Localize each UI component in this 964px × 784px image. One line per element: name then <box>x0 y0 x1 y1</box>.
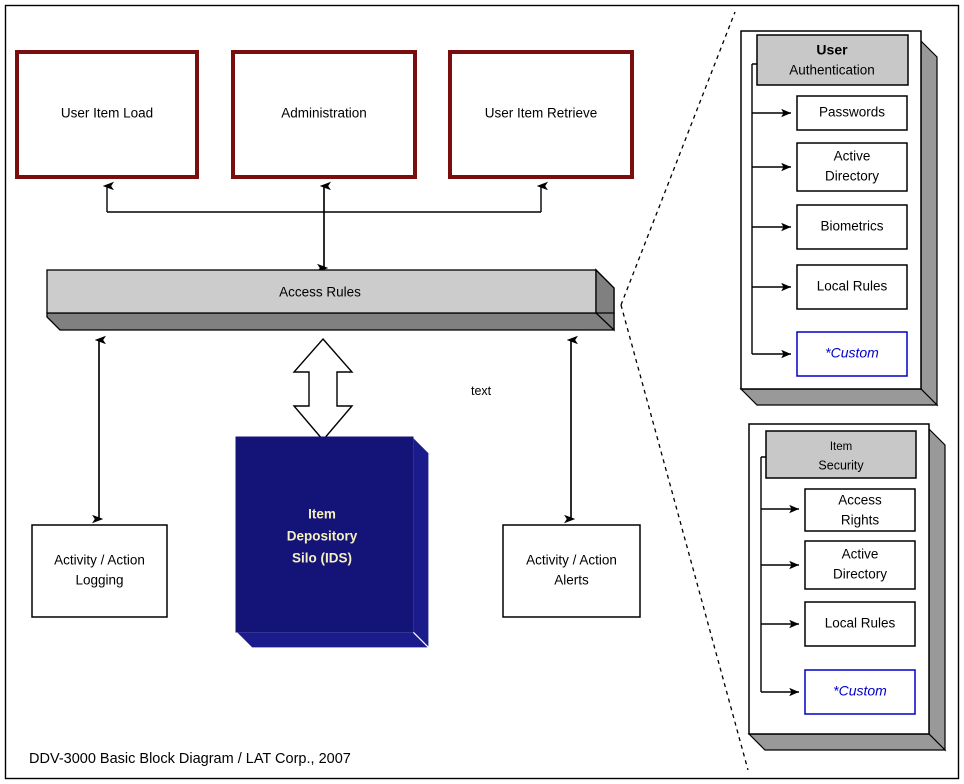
panel2-internal-bus <box>760 452 799 697</box>
panel2-header[interactable]: Item Security <box>765 430 917 479</box>
alerts-label-line2: Alerts <box>554 573 589 588</box>
access-rules-bar[interactable]: Access Rules <box>46 268 615 332</box>
panel2-header-line2: Security <box>818 458 864 472</box>
panel2-item-label: Local Rules <box>825 616 896 631</box>
panel2-item-label-line1: Access <box>838 493 882 508</box>
logging-label-line2: Logging <box>75 573 123 588</box>
panel1-item-custom[interactable]: *Custom <box>796 331 908 377</box>
ids-bottom-face <box>234 631 431 649</box>
activity-action-alerts-box[interactable]: Activity / Action Alerts <box>502 524 641 618</box>
ids-label-line1: Item <box>308 507 336 522</box>
top-box-user-item-load[interactable]: User Item Load <box>15 50 199 179</box>
panel2-item-access-rights[interactable]: Access Rights <box>804 488 916 532</box>
panel2-header-line1: Item <box>830 441 852 453</box>
ids-front-face <box>235 436 414 633</box>
callout-dashed-lines <box>620 11 749 771</box>
activity-action-logging-box[interactable]: Activity / Action Logging <box>31 524 168 618</box>
diagram-caption: DDV-3000 Basic Block Diagram / LAT Corp.… <box>29 751 351 767</box>
panel1-item-label: Local Rules <box>817 279 888 294</box>
panel1-item-label-line2: Directory <box>825 169 879 184</box>
panel1-item-passwords[interactable]: Passwords <box>796 95 908 131</box>
annotation-text: text <box>471 384 492 398</box>
panel2-bottom-shadow <box>747 733 947 751</box>
panel1-side-shadow <box>920 39 938 407</box>
panel1-item-label: Biometrics <box>820 219 883 234</box>
access-rules-bar-bevel <box>595 268 615 314</box>
panel2-item-label: *Custom <box>833 683 887 699</box>
logging-label-line1: Activity / Action <box>54 553 145 568</box>
alerts-label-line1: Activity / Action <box>526 553 617 568</box>
panel-item-security[interactable]: Item Security Access Rights Active Direc… <box>747 423 947 752</box>
panel1-item-label: *Custom <box>825 345 879 361</box>
access-rules-bar-bottom-face <box>46 312 615 331</box>
panel2-item-label-line2: Directory <box>833 567 887 582</box>
top-box-label: User Item Load <box>61 106 153 121</box>
panel2-item-custom[interactable]: *Custom <box>804 669 916 715</box>
panel1-item-active-directory[interactable]: Active Directory <box>796 142 908 192</box>
panel-user-authentication[interactable]: User Authentication Passwords Active Dir… <box>739 30 939 407</box>
panel1-header-line1: User <box>816 42 848 58</box>
panel1-bottom-shadow <box>739 388 939 406</box>
ids-side-face <box>412 435 430 650</box>
panel1-header-line2: Authentication <box>789 63 875 78</box>
panel2-item-active-directory[interactable]: Active Directory <box>804 540 916 590</box>
top-box-label: Administration <box>281 106 367 121</box>
access-rules-bar-front-face <box>46 269 597 314</box>
access-rules-label: Access Rules <box>279 285 361 300</box>
panel1-item-label: Passwords <box>819 105 885 120</box>
ids-label-line2: Depository <box>287 529 358 544</box>
panel2-item-label-line1: Active <box>842 547 879 562</box>
panel2-side-shadow <box>928 427 946 752</box>
panel1-item-biometrics[interactable]: Biometrics <box>796 204 908 250</box>
panel2-item-label-line2: Rights <box>841 513 880 528</box>
top-box-administration[interactable]: Administration <box>231 50 417 179</box>
panel1-header[interactable]: User Authentication <box>756 34 909 86</box>
top-box-label: User Item Retrieve <box>485 106 598 121</box>
panel2-item-local-rules[interactable]: Local Rules <box>804 601 916 647</box>
top-box-user-item-retrieve[interactable]: User Item Retrieve <box>448 50 634 179</box>
panel1-item-local-rules[interactable]: Local Rules <box>796 264 908 310</box>
ids-label-line3: Silo (IDS) <box>292 551 352 566</box>
item-depository-silo[interactable]: Item Depository Silo (IDS) <box>234 435 431 650</box>
panel1-item-label-line1: Active <box>834 149 871 164</box>
